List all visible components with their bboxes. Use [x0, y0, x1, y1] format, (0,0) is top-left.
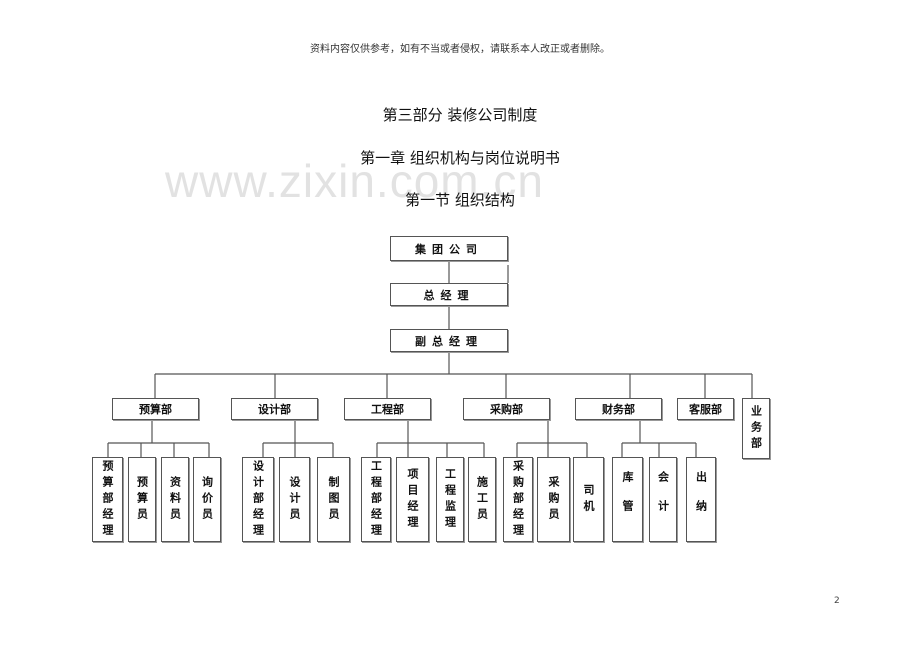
org-box-role: 设计员 — [279, 457, 310, 542]
org-box-deputy-general-manager: 副总经理 — [390, 329, 508, 352]
org-box-label: 集团公司 — [415, 242, 483, 256]
org-box-dept-budget: 预算部 — [112, 398, 199, 420]
org-box-role: 预算部经理 — [92, 457, 123, 542]
org-box-dept-finance: 财务部 — [575, 398, 662, 420]
org-box-dept-purchasing: 采购部 — [463, 398, 550, 420]
org-box-role: 司机 — [573, 457, 604, 542]
org-box-dept-design: 设计部 — [231, 398, 318, 420]
org-box-general-manager: 总经理 — [390, 283, 508, 306]
org-box-role: 会计 — [649, 457, 677, 542]
org-box-label: 副总经理 — [415, 334, 483, 348]
org-box-role: 询价员 — [193, 457, 221, 542]
org-box-role: 工程监理 — [436, 457, 464, 542]
chapter-heading: 第一章 组织机构与岗位说明书 — [360, 149, 560, 167]
org-box-role: 采购员 — [537, 457, 570, 542]
org-box-label: 总经理 — [423, 288, 475, 302]
org-box-role: 预算员 — [128, 457, 156, 542]
org-box-role: 项目经理 — [396, 457, 429, 542]
org-box-role: 采购部经理 — [503, 457, 533, 542]
section-heading: 第一节 组织结构 — [405, 191, 515, 209]
org-box-dept-customer-service: 客服部 — [677, 398, 734, 420]
page-number: 2 — [834, 596, 840, 606]
org-box-dept-engineering: 工程部 — [344, 398, 431, 420]
org-box-group-company: 集团公司 — [390, 236, 508, 261]
org-box-role: 出纳 — [686, 457, 716, 542]
org-box-dept-business: 业务部 — [742, 398, 770, 459]
disclaimer-text: 资料内容仅供参考，如有不当或者侵权，请联系本人改正或者删除。 — [310, 44, 610, 55]
org-box-role: 工程部经理 — [361, 457, 391, 542]
part-heading: 第三部分 装修公司制度 — [382, 106, 538, 124]
org-box-role: 设计部经理 — [242, 457, 274, 542]
watermark: www.zixin.com.cn — [165, 155, 544, 207]
org-box-role: 施工员 — [468, 457, 496, 542]
org-box-role: 制图员 — [317, 457, 350, 542]
org-box-role: 库管 — [612, 457, 643, 542]
org-box-role: 资料员 — [161, 457, 189, 542]
